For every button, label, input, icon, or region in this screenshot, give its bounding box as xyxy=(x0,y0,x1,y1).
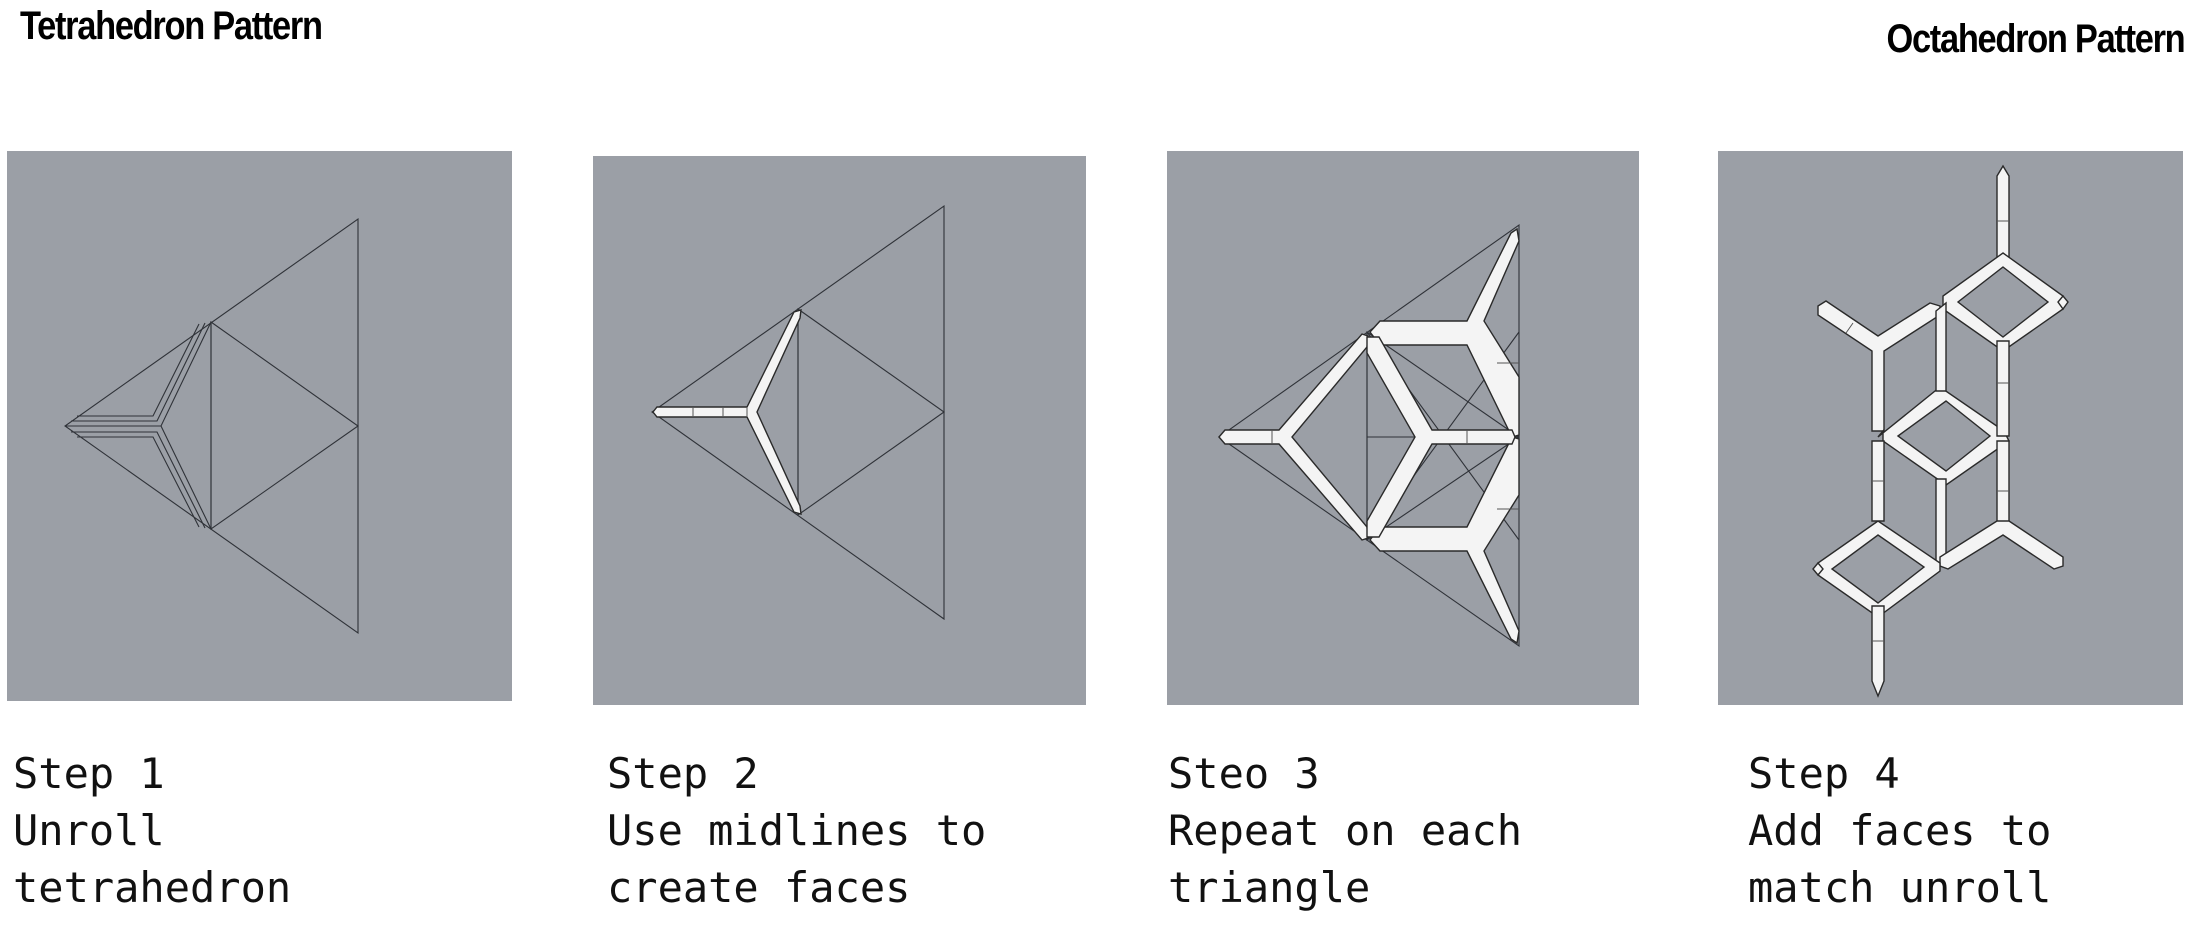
step-2-caption: Step 2 Use midlines to create faces xyxy=(607,745,986,916)
tetrahedron-net-lines xyxy=(64,217,359,635)
tetrahedron-net-lines xyxy=(651,204,945,621)
step-2-y-shaped-face xyxy=(652,309,802,515)
step-4-octahedron-faces-drawing xyxy=(1812,164,2069,698)
step-3-left-face xyxy=(1218,333,1369,541)
step-1-unrolled-tetrahedron-drawing xyxy=(64,217,359,635)
step-3-line-1: Repeat on each xyxy=(1168,806,1523,855)
step-4-line-2: match unroll xyxy=(1748,863,2052,912)
step-4-left-bar xyxy=(1871,440,1885,522)
step-3-caption: Steo 3 Repeat on each triangle xyxy=(1168,745,1522,916)
step-3-center-face xyxy=(1366,336,1516,538)
step-1-line-2: tetrahedron xyxy=(13,863,292,912)
step-3-top-face xyxy=(1369,227,1520,438)
step-1-caption: Step 1 Unroll tetrahedron xyxy=(13,745,291,916)
step-4-upper-left-y-face xyxy=(1817,300,1941,432)
step-3-repeated-faces-drawing xyxy=(1218,223,1520,648)
step-4-diagram-panel xyxy=(1718,151,2183,705)
step-4-line-1: Add faces to xyxy=(1748,806,2052,855)
step-3-line-2: triangle xyxy=(1168,863,1371,912)
step-3-bottom-face xyxy=(1369,436,1520,645)
step-4-top-spike xyxy=(1996,164,2010,260)
step-4-heading: Step 4 xyxy=(1748,749,1900,798)
step-4-caption: Step 4 Add faces to match unroll xyxy=(1748,745,2051,916)
step-2-diagram-panel xyxy=(593,156,1086,705)
step-2-line-2: create faces xyxy=(607,863,911,912)
step-3-heading: Steo 3 xyxy=(1168,749,1320,798)
step-4-lower-right-y-face xyxy=(1939,520,2064,570)
step-2-midline-faces-drawing xyxy=(651,204,945,621)
step-4-lower-left-rhombus xyxy=(1812,520,1941,618)
tetrahedron-pattern-title: Tetrahedron Pattern xyxy=(20,4,323,48)
step-4-upper-right-rhombus xyxy=(1942,252,2069,352)
step-1-diagram-panel xyxy=(7,151,512,701)
step-1-line-1: Unroll xyxy=(13,806,165,855)
step-4-bottom-spike xyxy=(1871,605,1885,698)
step-2-heading: Step 2 xyxy=(607,749,759,798)
step-3-diagram-panel xyxy=(1167,151,1639,705)
step-1-heading: Step 1 xyxy=(13,749,165,798)
octahedron-pattern-title: Octahedron Pattern xyxy=(1886,17,2185,61)
step-1-midline-strips xyxy=(65,321,212,530)
step-4-center-rhombus xyxy=(1877,386,2010,486)
step-2-line-1: Use midlines to xyxy=(607,806,987,855)
